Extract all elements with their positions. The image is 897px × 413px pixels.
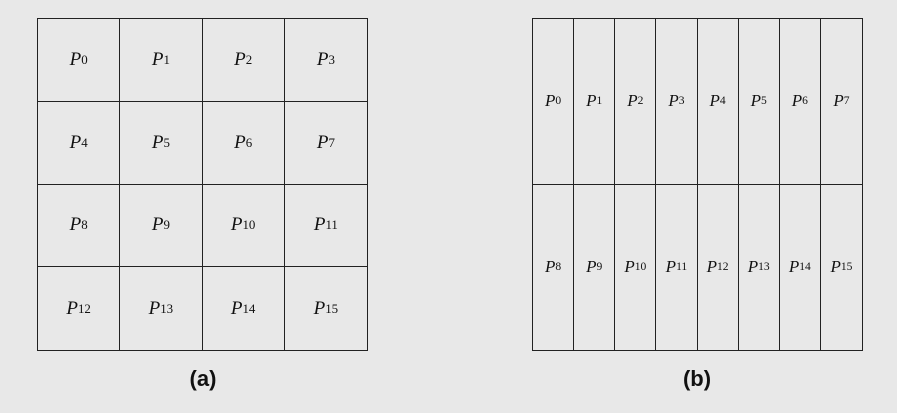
process-label: P xyxy=(791,91,803,111)
process-label: P xyxy=(230,214,243,236)
process-label: P xyxy=(750,91,761,111)
process-label: P xyxy=(316,48,329,70)
process-label: P xyxy=(586,91,597,111)
process-label: P xyxy=(544,91,556,111)
process-label: P xyxy=(627,91,638,111)
process-label: P xyxy=(316,131,329,153)
process-label: P xyxy=(148,297,161,319)
process-label: P xyxy=(69,131,82,153)
process-label: P xyxy=(544,257,556,277)
process-label: P xyxy=(69,48,82,70)
process-label: P xyxy=(833,91,844,111)
caption-a: (a) xyxy=(189,366,217,391)
process-label: P xyxy=(665,257,677,277)
process-label: P xyxy=(230,297,243,319)
process-label: P xyxy=(830,257,841,277)
process-label: P xyxy=(586,257,597,277)
process-label: P xyxy=(709,91,720,111)
process-label: P xyxy=(624,257,635,277)
process-label: P xyxy=(151,131,164,153)
process-label: P xyxy=(668,91,679,111)
process-label: P xyxy=(313,214,326,236)
process-label: P xyxy=(706,257,717,277)
process-label: P xyxy=(234,131,246,153)
process-label: P xyxy=(69,214,82,236)
process-label: P xyxy=(234,48,246,70)
process-label: P xyxy=(788,257,800,277)
caption-b: (b) xyxy=(682,366,712,391)
process-label: P xyxy=(66,297,78,319)
process-label: P xyxy=(747,257,759,277)
process-label: P xyxy=(151,214,164,236)
process-label: P xyxy=(313,297,326,319)
process-label: P xyxy=(151,48,164,70)
